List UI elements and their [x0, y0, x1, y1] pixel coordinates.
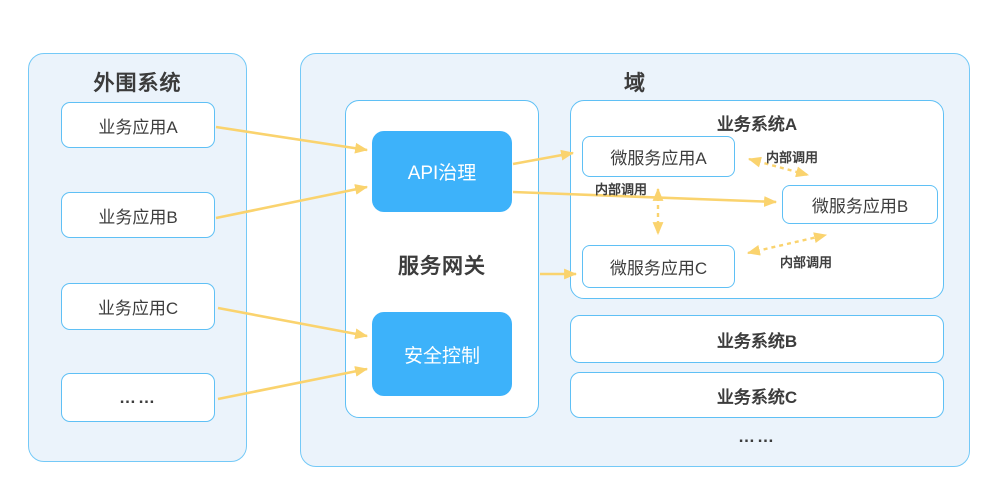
system-a-title: 业务系统A: [716, 115, 798, 134]
internal-call-label-a-c: 内部调用: [595, 182, 648, 197]
box-business-app-c: 业务应用C: [61, 283, 215, 330]
panel-peripheral-systems: 外围系统 业务应用A 业务应用B 业务应用C ……: [28, 53, 247, 462]
box-business-app-ellipsis: ……: [61, 373, 215, 422]
gateway-title: 服务网关: [398, 255, 486, 278]
internal-call-label-c-b: 内部调用: [780, 255, 833, 270]
box-business-system-b: 业务系统B: [570, 315, 944, 363]
domain-ellipsis: ……: [738, 427, 776, 446]
box-business-app-a: 业务应用A: [61, 102, 215, 148]
panel-business-system-a: 业务系统A 微服务应用A 微服务应用B 微服务应用C: [570, 100, 944, 299]
domain-title: 域: [624, 72, 646, 95]
box-microservice-app-b: 微服务应用B: [782, 185, 938, 224]
panel-domain: 域 API治理 服务网关 安全控制 业务系统A 微服务应用A 微服务应用B 微服…: [300, 53, 970, 467]
box-security-control: 安全控制: [372, 312, 512, 396]
box-api-governance: API治理: [372, 131, 512, 212]
peripheral-title: 外围系统: [93, 72, 182, 95]
box-microservice-app-c: 微服务应用C: [582, 245, 735, 288]
box-microservice-app-a: 微服务应用A: [582, 136, 735, 177]
box-business-app-b: 业务应用B: [61, 192, 215, 238]
box-business-system-c: 业务系统C: [570, 372, 944, 418]
internal-call-label-a-b: 内部调用: [766, 150, 819, 165]
panel-service-gateway: API治理 服务网关 安全控制: [345, 100, 539, 418]
